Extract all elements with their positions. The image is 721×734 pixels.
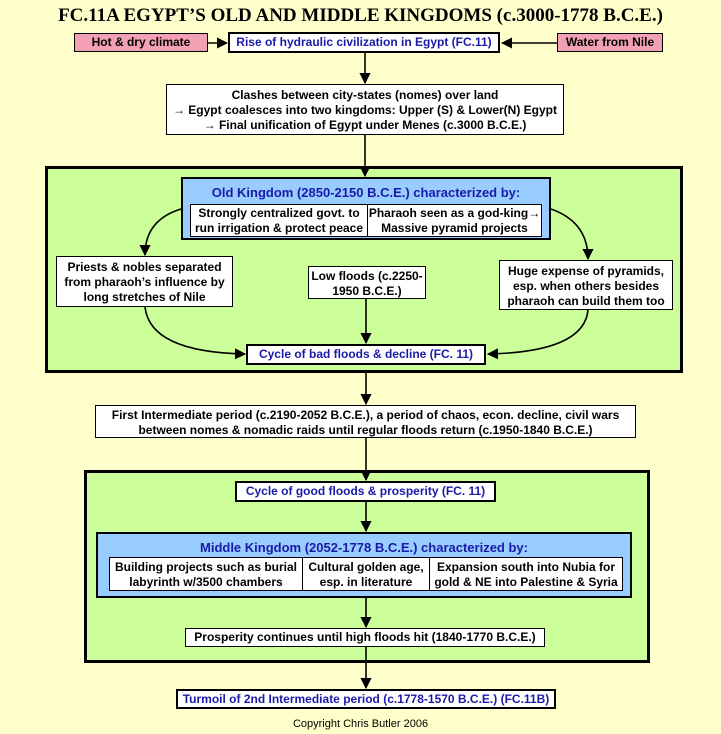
pyramid-line-3: pharaoh can build them too [507,294,665,308]
clashes-line-2: → Egypt coalesces into two kingdoms: Upp… [172,103,558,117]
mk-cell3-line2: gold & NE into Palestine & Syria [434,575,618,589]
clashes-line-3: → Final unification of Egypt under Menes… [203,118,527,132]
old-kingdom-header: Old Kingdom (2850-2150 B.C.E.) character… [211,185,521,200]
good-floods-cycle-box: Cycle of good floods & prosperity (FC. 1… [235,481,496,502]
priests-line-2: from pharaoh’s influence by [64,275,225,289]
mk-cell1-line1: Building projects such as burial [114,560,298,574]
page-title: FC.11A EGYPT’S OLD AND MIDDLE KINGDOMS (… [58,5,663,26]
pyramid-line-1: Huge expense of pyramids, [507,264,665,278]
first-intermediate-line-2: between nomes & nomadic raids until regu… [138,423,593,437]
first-intermediate-box: First Intermediate period (c.2190-2052 B… [95,405,636,438]
middle-kingdom-building: Building projects such as burial labyrin… [109,557,303,591]
turmoil-box: Turmoil of 2nd Intermediate period (c.17… [176,689,556,709]
old-kingdom-header-box: Old Kingdom (2850-2150 B.C.E.) character… [181,177,551,240]
hydraulic-civilization-box: Rise of hydraulic civilization in Egypt … [228,32,500,53]
mk-cell3-line1: Expansion south into Nubia for [437,560,615,574]
low-floods-line-1: Low floods (c.2250- [311,269,423,283]
pyramid-expense-box: Huge expense of pyramids, esp. when othe… [499,260,673,310]
old-kingdom-cell2-line2: Massive pyramid projects [381,221,528,235]
clashes-line-1: Clashes between city-states (nomes) over… [231,88,499,102]
water-from-nile-box: Water from Nile [557,33,663,52]
middle-kingdom-header: Middle Kingdom (2052-1778 B.C.E.) charac… [200,540,528,555]
old-kingdom-cell2-line1: Pharaoh seen as a god-king→ [368,206,541,220]
arrow-old-to-pyramids [550,208,594,261]
arrow-old-to-priests [139,208,182,257]
bad-floods-cycle-box: Cycle of bad floods & decline (FC. 11) [246,344,486,365]
priests-nobles-box: Priests & nobles separated from pharaoh’… [56,256,233,307]
turmoil-label: Turmoil of 2nd Intermediate period (c.17… [182,691,550,706]
arrow-pyramids-to-cycle [486,309,589,360]
clashes-box: Clashes between city-states (nomes) over… [166,84,564,135]
old-kingdom-cell1-line1: Strongly centralized govt. to [198,206,360,220]
arrow-priests-to-cycle [144,306,247,360]
priests-line-3: long stretches of Nile [83,290,206,304]
good-floods-cycle-label: Cycle of good floods & prosperity (FC. 1… [245,484,486,498]
mk-cell2-line1: Cultural golden age, [308,560,424,574]
prosperity-box: Prosperity continues until high floods h… [185,628,545,647]
old-kingdom-god-king: Pharaoh seen as a god-king→ Massive pyra… [367,204,542,237]
middle-kingdom-header-box: Middle Kingdom (2052-1778 B.C.E.) charac… [96,532,632,598]
bad-floods-cycle-label: Cycle of bad floods & decline (FC. 11) [258,347,474,361]
hydraulic-civilization-label: Rise of hydraulic civilization in Egypt … [236,35,492,49]
pyramid-line-2: esp. when others besides [512,279,660,293]
hot-dry-climate-label: Hot & dry climate [91,35,191,49]
low-floods-line-2: 1950 B.C.E.) [332,284,402,298]
first-intermediate-line-1: First Intermediate period (c.2190-2052 B… [111,408,620,422]
priests-line-1: Priests & nobles separated [67,260,222,274]
mk-cell1-line2: labyrinth w/3500 chambers [129,575,283,589]
prosperity-label: Prosperity continues until high floods h… [194,630,536,644]
copyright: Copyright Chris Butler 2006 [292,718,429,730]
old-kingdom-cell1-line2: run irrigation & protect peace [194,221,364,235]
water-from-nile-label: Water from Nile [565,35,655,49]
mk-cell2-line2: esp. in literature [319,575,413,589]
middle-kingdom-expansion: Expansion south into Nubia for gold & NE… [429,557,623,591]
middle-kingdom-golden-age: Cultural golden age, esp. in literature [302,557,430,591]
low-floods-box: Low floods (c.2250- 1950 B.C.E.) [308,266,426,299]
hot-dry-climate-box: Hot & dry climate [74,33,208,52]
